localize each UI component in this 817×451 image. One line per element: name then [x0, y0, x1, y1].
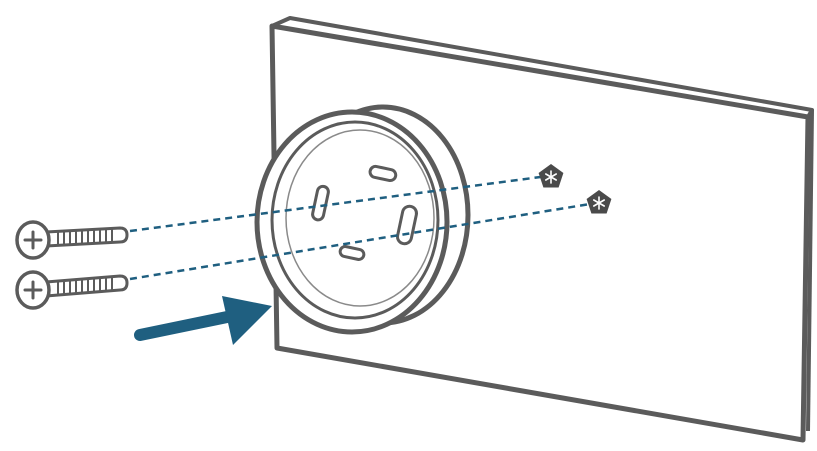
phillips-screw-icon [23, 280, 43, 300]
anchor-marker-lower [586, 190, 612, 214]
arrow-shaft [134, 310, 238, 341]
arrow-head [222, 296, 272, 345]
screw-upper [15, 220, 129, 260]
guide-line-lower [129, 202, 591, 281]
mount-slot-top [368, 164, 398, 183]
mount-inner-recess [285, 129, 435, 307]
mount-slot-right [396, 204, 418, 246]
anchor-marker-upper [538, 164, 564, 188]
mount-inner-rim [270, 120, 440, 320]
arrow-icon [134, 296, 272, 345]
mount-slot-bottom [338, 245, 366, 261]
guide-line-upper [129, 174, 549, 233]
phillips-screw-icon [23, 230, 43, 250]
screw-guide-lines [129, 174, 591, 281]
screw-lower [15, 270, 129, 310]
round-mount-base [254, 104, 471, 335]
wall-plate-side-edge [806, 109, 814, 432]
